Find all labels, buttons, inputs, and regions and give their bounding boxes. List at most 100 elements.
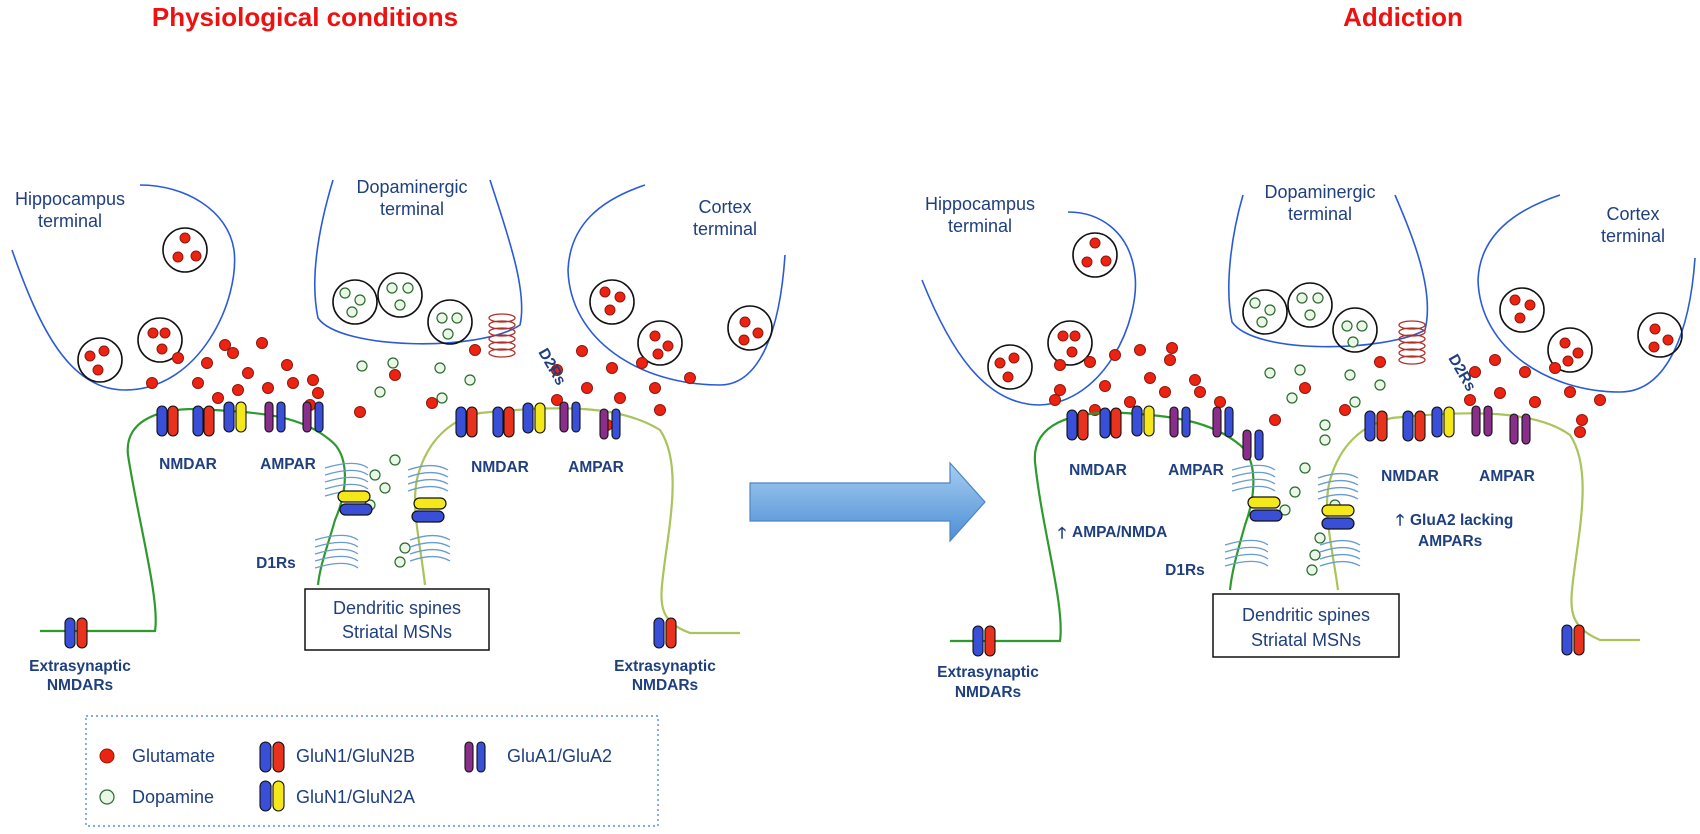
receptor-glua1-r1 — [1471, 405, 1493, 437]
receptor-ampar-r1 — [1169, 406, 1191, 438]
extrasynaptic-label-left-2a: Extrasynaptic — [614, 658, 716, 675]
cortex-terminal-membrane-right — [1477, 194, 1696, 393]
postsynaptic-spine-light-right — [1325, 412, 1640, 642]
d1r-receptor-lower-right-b — [1319, 539, 1361, 567]
d1r-receptor-right-upper-left — [407, 464, 449, 492]
cortex-label-right-1: Cortex — [1606, 204, 1659, 224]
receptor-nmdar-r4 — [1402, 410, 1426, 442]
spines-box-left-line2: Striatal MSNs — [342, 622, 452, 642]
spines-box-right — [1212, 593, 1400, 658]
ampar-label-right-1: AMPAR — [1168, 462, 1224, 479]
glua2-lacking-label-1: GluA2 lacking — [1410, 512, 1513, 529]
extrasynaptic-nmdar-right-1 — [972, 625, 996, 657]
cortex-label-2: terminal — [693, 219, 757, 239]
legend-glun2a-icon — [259, 780, 285, 812]
spines-box-right-line2: Striatal MSNs — [1251, 630, 1361, 650]
dopamine-vesicles — [332, 272, 473, 345]
receptor-nmdar-r2 — [1099, 407, 1122, 439]
d1r-receptor-upper-right-a — [1231, 464, 1276, 492]
hippocampus-label-1: Hippocampus — [15, 189, 125, 209]
dopaminergic-label-1: Dopaminergic — [356, 177, 467, 197]
spines-box-left-line1: Dendritic spines — [333, 598, 461, 618]
left-panel: Hippocampus terminal Dopaminergic termin… — [11, 177, 786, 827]
dopamine-particles — [339, 282, 476, 568]
legend-glun2b-icon — [259, 741, 285, 773]
hippocampus-terminal-membrane — [11, 184, 236, 391]
d2r-receptor-left — [488, 313, 516, 358]
postsynaptic-spine-dark-left — [40, 408, 346, 633]
nmdar-label-left-2: NMDAR — [471, 459, 529, 476]
d1r-yellow-pill-right-a — [1247, 496, 1281, 509]
legend-glua-label: GluA1/GluA2 — [507, 746, 612, 766]
receptor-glua1-r2 — [1509, 413, 1531, 445]
receptor-ampar-r3 — [1242, 429, 1264, 461]
dopaminergic-label-right-1: Dopaminergic — [1264, 182, 1375, 202]
receptor-ampar-4 — [599, 408, 621, 440]
extrasynaptic-label-left-2b: NMDARs — [632, 677, 698, 694]
legend-dopamine-icon — [99, 789, 115, 805]
glutamate-vesicles-right — [987, 232, 1683, 390]
nmdar-label-right-2: NMDAR — [1381, 468, 1439, 485]
d1r-receptor-lower-left — [314, 534, 359, 569]
d1r-blue-pill-right — [411, 510, 445, 523]
nmdar-label-right-1: NMDAR — [1069, 462, 1127, 479]
glutamate-particles — [84, 232, 764, 431]
d1r-receptor-lower-right-a — [1224, 539, 1269, 567]
d1r-receptor-upper-right-b — [1317, 472, 1359, 500]
d1r-yellow-pill-left — [337, 490, 371, 503]
receptor-nmdar-4 — [492, 406, 515, 438]
receptor-nmdar-2a — [223, 401, 247, 433]
d1r-blue-pill-right-a — [1249, 509, 1283, 522]
extrasynaptic-label-left-1b: NMDARs — [47, 677, 113, 694]
dopamine-particles-right — [1249, 292, 1386, 576]
transition-arrow — [749, 461, 986, 543]
receptor-ampar-1 — [264, 401, 286, 433]
spines-box-right-line1: Dendritic spines — [1242, 605, 1370, 625]
d2r-receptor-right — [1398, 320, 1426, 365]
right-panel-title: Addiction — [1343, 2, 1463, 32]
glua2-lacking-label-2: AMPARs — [1418, 533, 1482, 550]
postsynaptic-spine-light-left — [413, 407, 740, 635]
cortex-label-right-2: terminal — [1601, 226, 1665, 246]
receptor-nmdar-r2a-right — [1431, 406, 1455, 438]
up-arrow-icon-ampa: 🡑 — [1058, 525, 1066, 542]
legend-glun2a-label: GluN1/GluN2A — [296, 787, 415, 807]
right-panel: Hippocampus terminal Dopaminergic termin… — [921, 182, 1696, 701]
hippocampus-terminal-membrane-right — [921, 211, 1137, 406]
dopaminergic-label-2: terminal — [380, 199, 444, 219]
d2rs-label-left: D2Rs — [535, 346, 570, 389]
hippocampus-label-right-2: terminal — [948, 216, 1012, 236]
d1r-yellow-pill-right-b — [1321, 504, 1355, 517]
extrasynaptic-nmdar-left-1 — [64, 617, 88, 649]
dopaminergic-terminal-membrane — [314, 179, 523, 345]
up-arrow-icon-glua2: 🡑 — [1396, 512, 1404, 529]
dopaminergic-terminal-membrane-right — [1228, 194, 1429, 348]
receptor-nmdar-2 — [192, 405, 215, 437]
receptor-nmdar-3 — [455, 406, 478, 438]
receptor-ampar-3 — [559, 401, 581, 433]
legend-glutamate-label: Glutamate — [132, 746, 215, 766]
spines-box-left — [304, 588, 490, 651]
receptor-nmdar-r3 — [1364, 410, 1388, 442]
glutamate-vesicles — [77, 227, 773, 383]
legend-glun2b-label: GluN1/GluN2B — [296, 746, 415, 766]
receptor-nmdar-r2a — [1131, 405, 1155, 437]
ampar-label-right-2: AMPAR — [1479, 468, 1535, 485]
d1rs-label-left: D1Rs — [256, 555, 296, 572]
legend-dopamine-label: Dopamine — [132, 787, 214, 807]
receptor-ampar-r2 — [1212, 406, 1234, 438]
extrasynaptic-label-right-1b: NMDARs — [955, 684, 1021, 701]
extrasynaptic-nmdar-left-2 — [653, 617, 677, 649]
ampa-nmda-label: AMPA/NMDA — [1072, 524, 1167, 541]
d1rs-label-right: D1Rs — [1165, 562, 1205, 579]
hippocampus-label-2: terminal — [38, 211, 102, 231]
ampar-label-left-2: AMPAR — [568, 459, 624, 476]
receptor-nmdar-2a-right — [522, 402, 546, 434]
cortex-terminal-membrane — [567, 184, 786, 386]
ampar-label-left-1: AMPAR — [260, 456, 316, 473]
receptor-ampar-2 — [302, 401, 324, 433]
d1r-receptor-right-lower-left — [409, 534, 451, 562]
receptor-nmdar-r1 — [1066, 409, 1089, 441]
cortex-label-1: Cortex — [698, 197, 751, 217]
